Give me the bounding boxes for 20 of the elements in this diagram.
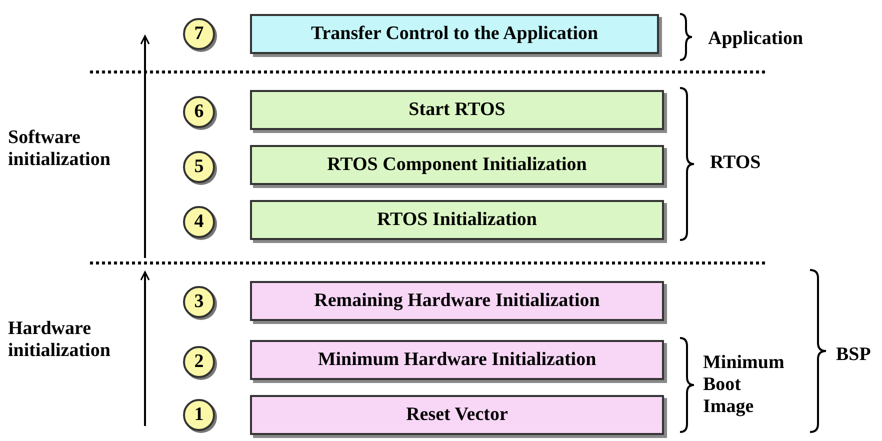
group-label: Hardware initialization [8, 318, 112, 362]
step-number: 3 [183, 286, 215, 318]
step-box: Remaining Hardware Initialization [250, 281, 664, 321]
step-number: 1 [183, 399, 215, 431]
group-label: BSP [836, 344, 872, 366]
step-box: Transfer Control to the Application [250, 14, 659, 54]
group-label: Application [708, 28, 804, 50]
step-number: 6 [183, 96, 215, 128]
step-box: Start RTOS [250, 90, 664, 130]
step-number: 4 [183, 206, 215, 238]
group-label: Software initialization [8, 127, 112, 171]
step-box: Minimum Hardware Initialization [250, 340, 664, 380]
group-label: RTOS [710, 152, 762, 174]
step-box: RTOS Component Initialization [250, 145, 664, 185]
step-number: 5 [183, 151, 215, 183]
step-box: Reset Vector [250, 395, 664, 435]
group-label: Minimum Boot Image [703, 352, 786, 418]
step-number: 2 [183, 346, 215, 378]
step-box: RTOS Initialization [250, 200, 664, 240]
step-number: 7 [183, 18, 215, 50]
